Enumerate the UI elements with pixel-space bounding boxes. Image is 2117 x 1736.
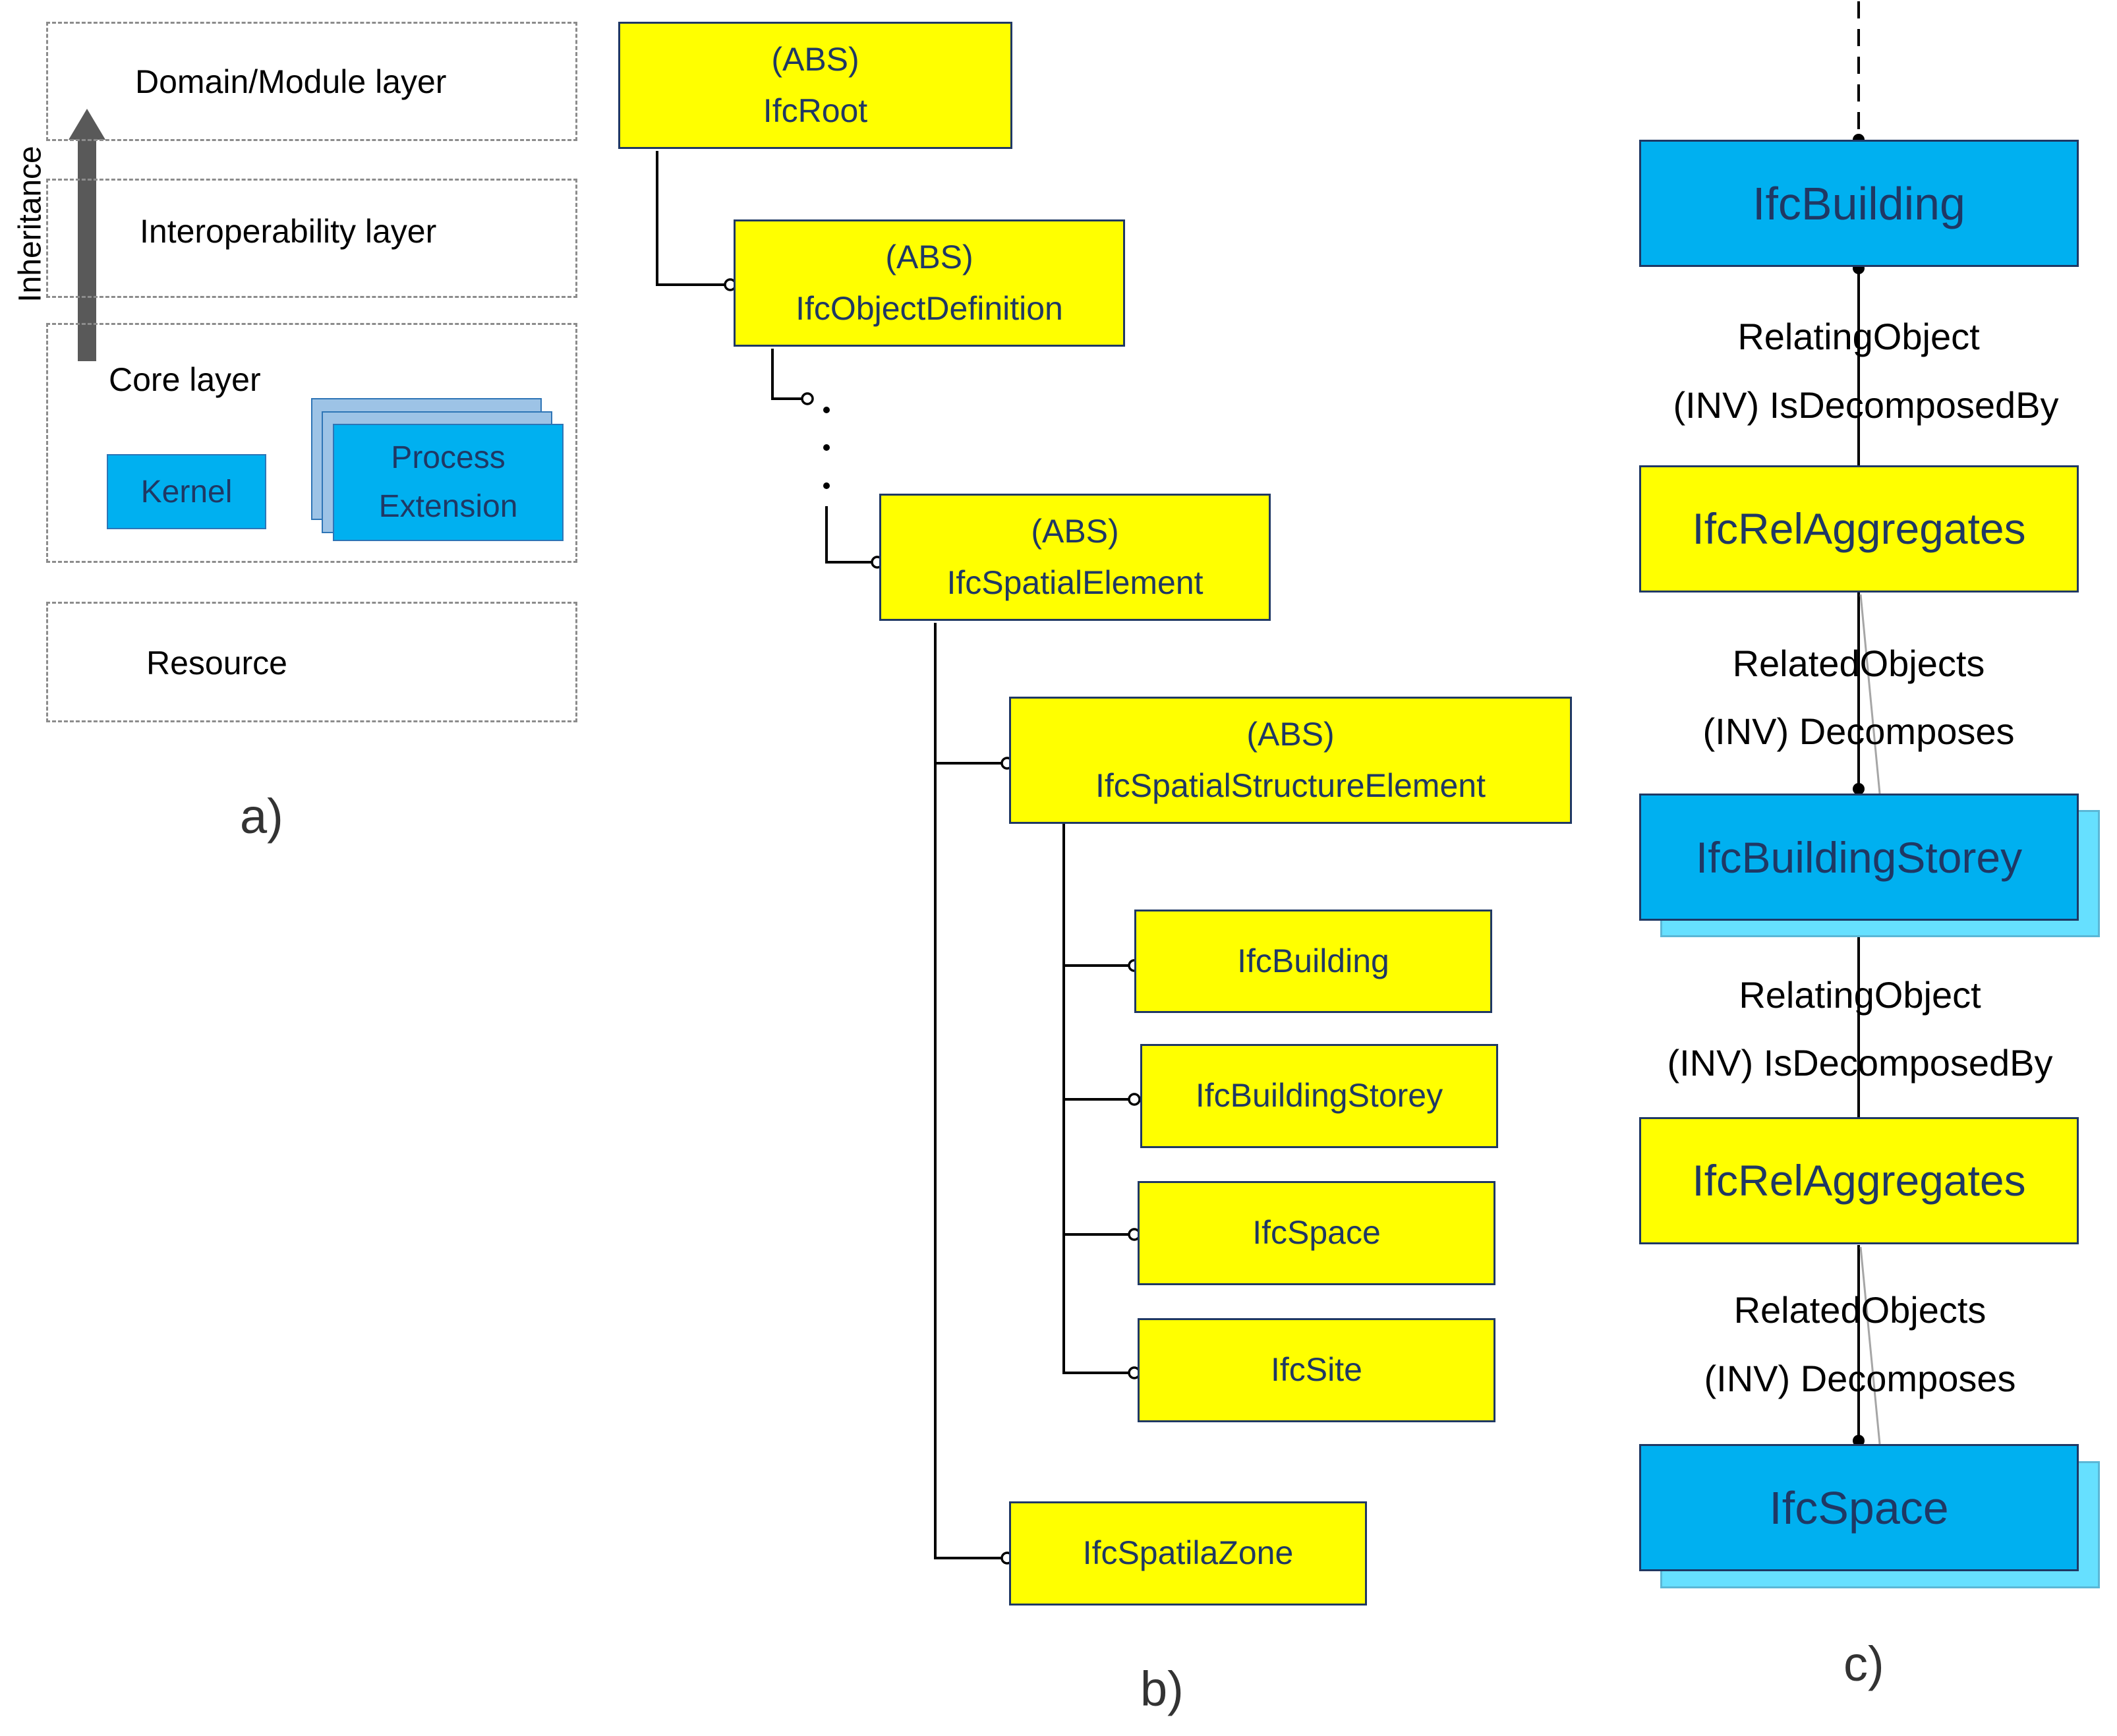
relating-object-label-1: RelatingObject	[1737, 316, 1980, 357]
is-decomposed-by-label-2: (INV) IsDecomposedBy	[1667, 1042, 2053, 1084]
resource-layer-label: Resource	[146, 645, 287, 681]
ellipsis-dots	[823, 407, 830, 489]
decomposes-label-1: (INV) Decomposes	[1702, 710, 2015, 752]
ifcbuilding-class-box: IfcBuilding	[1134, 910, 1492, 1013]
ifcbuilding-node-label: IfcBuilding	[1753, 177, 1965, 229]
resource-layer-box	[46, 602, 577, 722]
inheritance-arrow-head	[69, 109, 105, 140]
decomposes-label-2: (INV) Decomposes	[1704, 1358, 2016, 1399]
ifcbuildingstorey-class-box: IfcBuildingStorey	[1140, 1044, 1498, 1148]
caption-c: c)	[1843, 1636, 1884, 1691]
ifcbuildingstorey-node: IfcBuildingStorey	[1639, 794, 2079, 921]
ifcroot-box: (ABS) IfcRoot	[618, 22, 1012, 149]
ifcrelaggregates-node-2-label: IfcRelAggregates	[1692, 1156, 2026, 1205]
ifcspatialstructureelement-abs-tag: (ABS)	[1246, 716, 1335, 753]
ifcobjectdefinition-box: (ABS) IfcObjectDefinition	[734, 219, 1125, 347]
relating-object-label-2: RelatingObject	[1739, 974, 1981, 1016]
kernel-label: Kernel	[140, 474, 233, 509]
ifcspace-node: IfcSpace	[1639, 1444, 2079, 1571]
process-extension-line1: Process	[391, 440, 506, 475]
hierarchy-endpoints	[724, 278, 1141, 1565]
ifcrelaggregates-node-1: IfcRelAggregates	[1639, 465, 2079, 593]
ifcbuilding-node: IfcBuilding	[1639, 140, 2079, 267]
ifcsite-class-label: IfcSite	[1271, 1351, 1362, 1389]
core-layer-box	[46, 323, 577, 563]
interoperability-layer-label: Interoperability layer	[140, 213, 437, 250]
ifcspatialelement-abs-tag: (ABS)	[1031, 513, 1119, 550]
ifcspace-class-box: IfcSpace	[1138, 1181, 1495, 1285]
domain-layer-label: Domain/Module layer	[135, 63, 447, 100]
ifcroot-label: IfcRoot	[763, 92, 868, 129]
ifcrelaggregates-node-1-label: IfcRelAggregates	[1692, 504, 2026, 554]
process-extension-line2: Extension	[378, 489, 518, 524]
ifcspace-class-label: IfcSpace	[1252, 1214, 1381, 1252]
related-objects-label-2: RelatedObjects	[1733, 1289, 1986, 1331]
ifcspatialstructureelement-box: (ABS) IfcSpatialStructureElement	[1009, 697, 1572, 824]
ifcspatialelement-box: (ABS) IfcSpatialElement	[879, 494, 1271, 621]
interoperability-layer-box	[46, 179, 577, 298]
process-extension-box: Process Extension	[333, 424, 564, 541]
domain-layer-box	[46, 22, 577, 141]
caption-b: b)	[1140, 1662, 1184, 1716]
ifcroot-abs-tag: (ABS)	[771, 41, 859, 78]
ifcspace-node-label: IfcSpace	[1769, 1482, 1949, 1534]
core-layer-label: Core layer	[109, 361, 261, 398]
ifcspatialzone-label: IfcSpatilaZone	[1082, 1534, 1294, 1572]
ifcspatialelement-label: IfcSpatialElement	[946, 564, 1204, 601]
faint-diagonals	[1859, 594, 1881, 1445]
related-objects-label-1: RelatedObjects	[1732, 643, 1985, 684]
ifcobjectdefinition-abs-tag: (ABS)	[885, 239, 973, 275]
is-decomposed-by-label-1: (INV) IsDecomposedBy	[1673, 384, 2059, 426]
ifcbuildingstorey-node-label: IfcBuildingStorey	[1695, 832, 2023, 882]
ifcobjectdefinition-label: IfcObjectDefinition	[796, 289, 1063, 327]
inheritance-label: Inheritance	[13, 146, 48, 303]
ifcspatialstructureelement-label: IfcSpatialStructureElement	[1095, 767, 1486, 804]
hierarchy-lines	[656, 151, 1134, 1559]
ifcbuilding-class-label: IfcBuilding	[1237, 942, 1389, 979]
ifcrelaggregates-node-2: IfcRelAggregates	[1639, 1117, 2079, 1244]
kernel-box: Kernel	[107, 454, 266, 529]
ifcsite-class-box: IfcSite	[1138, 1318, 1495, 1422]
ifcspatialzone-box: IfcSpatilaZone	[1009, 1501, 1367, 1606]
ifcbuildingstorey-class-label: IfcBuildingStorey	[1195, 1077, 1443, 1114]
caption-a: a)	[240, 789, 283, 844]
